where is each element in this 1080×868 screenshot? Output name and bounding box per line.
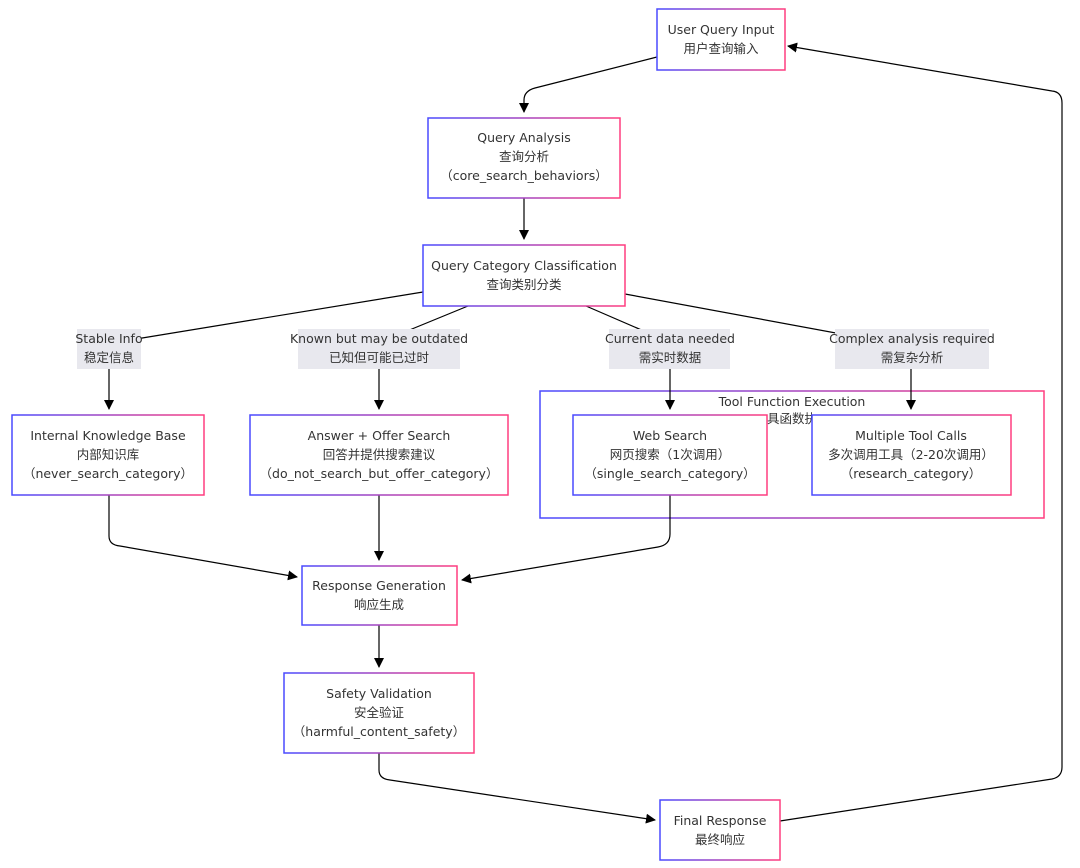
edge-label-current: Current data needed 需实时数据	[605, 329, 735, 369]
edge-final-to-user	[779, 42, 1063, 822]
svg-text:多次调用工具（2-20次调用）: 多次调用工具（2-20次调用）	[828, 447, 994, 462]
svg-text:（harmful_content_safety）: （harmful_content_safety）	[293, 724, 465, 739]
svg-text:最终响应: 最终响应	[695, 832, 745, 847]
svg-text:已知但可能已过时: 已知但可能已过时	[329, 350, 430, 365]
svg-text:查询类别分类: 查询类别分类	[486, 277, 562, 292]
svg-text:Final Response: Final Response	[674, 813, 767, 828]
node-query-category-classification: Query Category Classification 查询类别分类	[422, 244, 626, 307]
svg-text:Complex analysis required: Complex analysis required	[829, 331, 995, 346]
node-response-generation: Response Generation 响应生成	[301, 565, 458, 626]
svg-text:安全验证: 安全验证	[354, 705, 405, 720]
svg-text:查询分析: 查询分析	[499, 149, 549, 164]
edge-safety-to-final	[378, 753, 656, 824]
svg-text:Web Search: Web Search	[633, 428, 707, 443]
node-answer-offer-search: Answer + Offer Search 回答并提供搜索建议 （do_not_…	[249, 414, 509, 496]
svg-text:Internal Knowledge Base: Internal Knowledge Base	[30, 428, 186, 443]
svg-text:（single_search_category）: （single_search_category）	[584, 466, 755, 481]
svg-text:网页搜索（1次调用）: 网页搜索（1次调用）	[610, 447, 730, 462]
svg-text:Stable Info: Stable Info	[75, 331, 142, 346]
edge-internal-to-response	[108, 495, 298, 581]
svg-text:Multiple Tool Calls: Multiple Tool Calls	[855, 428, 967, 443]
svg-text:Query Category Classification: Query Category Classification	[431, 258, 617, 273]
edge-label-complex: Complex analysis required 需复杂分析	[829, 329, 995, 369]
svg-text:稳定信息: 稳定信息	[84, 350, 134, 365]
svg-text:（research_category）: （research_category）	[841, 466, 982, 481]
svg-text:需实时数据: 需实时数据	[639, 350, 702, 365]
node-web-search: Web Search 网页搜索（1次调用） （single_search_cat…	[572, 414, 768, 496]
subgraph-subtitle: 具函数执	[767, 411, 818, 426]
svg-text:（never_search_category）: （never_search_category）	[23, 466, 193, 481]
subgraph-title: Tool Function Execution	[718, 394, 866, 409]
svg-text:（do_not_search_but_offer_categ: （do_not_search_but_offer_category）	[260, 466, 499, 481]
edge-websearch-to-response	[461, 495, 671, 584]
svg-text:Answer + Offer Search: Answer + Offer Search	[308, 428, 451, 443]
svg-text:Known but may be outdated: Known but may be outdated	[290, 331, 468, 346]
svg-text:User Query Input: User Query Input	[668, 22, 775, 37]
edge-label-outdated: Known but may be outdated 已知但可能已过时	[290, 329, 468, 369]
svg-text:需复杂分析: 需复杂分析	[881, 350, 944, 365]
node-query-analysis: Query Analysis 查询分析 （core_search_behavio…	[427, 117, 621, 199]
svg-text:Response Generation: Response Generation	[312, 578, 446, 593]
svg-text:Safety Validation: Safety Validation	[326, 686, 432, 701]
node-safety-validation: Safety Validation 安全验证 （harmful_content_…	[283, 672, 475, 754]
svg-text:内部知识库: 内部知识库	[77, 447, 140, 462]
svg-text:Current data needed: Current data needed	[605, 331, 735, 346]
svg-text:回答并提供搜索建议: 回答并提供搜索建议	[323, 447, 436, 462]
edge-label-stable: Stable Info 稳定信息	[75, 329, 143, 369]
node-multiple-tool-calls: Multiple Tool Calls 多次调用工具（2-20次调用） （res…	[811, 414, 1012, 496]
node-user-query-input: User Query Input 用户查询输入	[656, 8, 786, 71]
node-final-response: Final Response 最终响应	[659, 799, 781, 861]
svg-text:（core_search_behaviors）: （core_search_behaviors）	[440, 168, 607, 183]
edge-user-to-analysis	[519, 56, 658, 113]
svg-text:响应生成: 响应生成	[354, 597, 404, 612]
svg-text:Query Analysis: Query Analysis	[477, 130, 570, 145]
svg-text:用户查询输入: 用户查询输入	[683, 41, 759, 56]
node-internal-knowledge-base: Internal Knowledge Base 内部知识库 （never_sea…	[11, 414, 205, 496]
